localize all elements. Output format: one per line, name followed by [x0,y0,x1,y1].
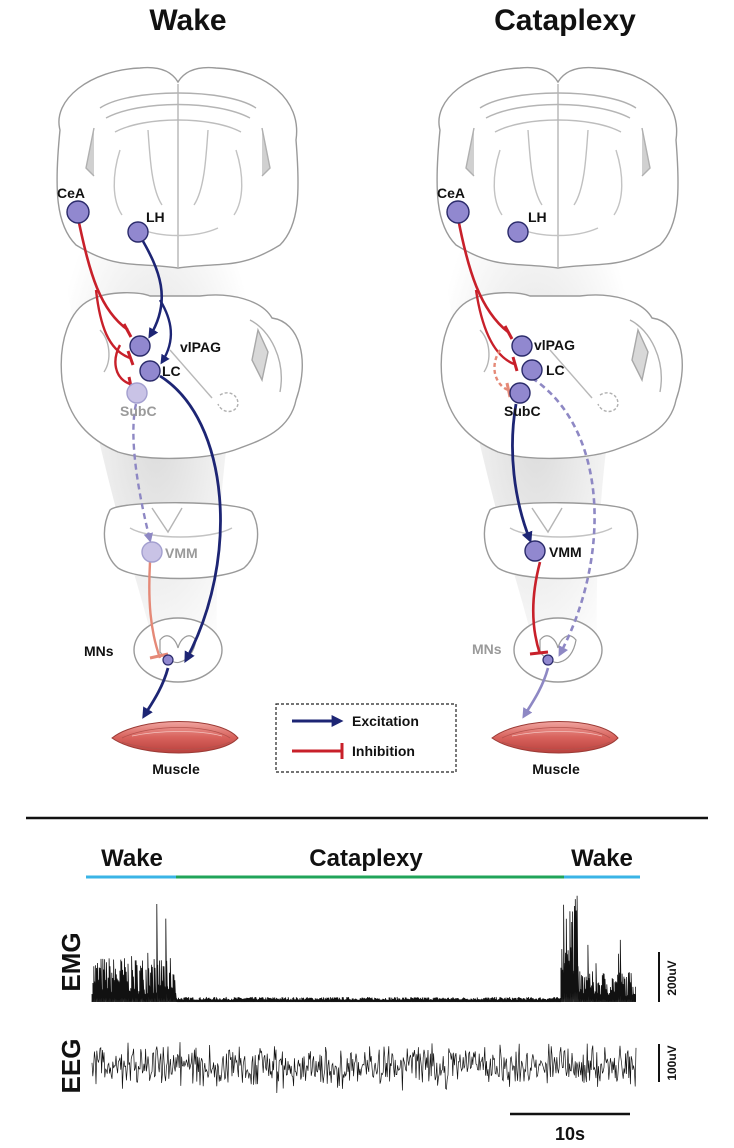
lc-neuron [139,360,161,382]
forebrain-section [436,66,679,269]
lh-neuron [127,221,149,243]
vlpag-neuron [129,335,151,357]
spinal-cord-section [133,617,223,683]
vlpag-neuron [511,335,533,357]
lh-neuron [507,221,529,243]
subc-label: SubC [120,403,157,419]
subc-neuron-faded [126,382,148,404]
mns-label: MNs [472,641,502,657]
mns-to-muscle-excitatory [142,667,170,719]
vmm-neuron-faded [141,541,163,563]
subc-to-vmm-excitatory [511,403,533,544]
recording-panel: Wake Cataplexy Wake EMG EEG 200uV 100uV … [56,845,679,1144]
state-label-wake-1: Wake [101,845,163,872]
vmm-to-mns-faded-inhibitory [148,561,162,659]
medulla-section [483,502,639,580]
lh-excitatory-projection [138,235,164,339]
inhibition-label: Inhibition [352,743,415,759]
eeg-scale-label: 100uV [665,1045,679,1080]
state-label-cataplexy: Cataplexy [309,845,423,872]
subc-label: SubC [504,403,541,419]
brainstem-section [440,292,683,460]
brainstem-section [60,292,303,460]
subc-neuron [509,382,531,404]
state-label-wake-2: Wake [571,845,633,872]
vmm-label: VMM [165,545,198,561]
forebrain-section [56,66,299,269]
cea-neuron [446,200,470,224]
wake-panel: CeA LH vlPAG LC SubC VMM MNs Muscle [56,66,303,777]
legend-box [275,703,457,773]
eeg-trace [91,1042,637,1094]
mns-neuron [542,654,554,666]
lh-label: LH [146,209,165,225]
lc-to-mns-excitatory [159,374,222,663]
eeg-label: EEG [56,1039,86,1094]
legend: Excitation Inhibition [275,703,457,773]
wake-panel-title: Wake [149,4,226,37]
muscle-label: Muscle [532,761,580,777]
mns-label: MNs [84,643,114,659]
emg-scale-label: 200uV [665,960,679,995]
lc-neuron [521,359,543,381]
vmm-to-mns-inhibitory [531,561,542,655]
lc-to-mns-faded [531,376,596,657]
muscle-icon [491,721,619,754]
lh-label: LH [528,209,547,225]
cataplexy-panel: CeA LH vlPAG LC SubC VMM MNs Muscle [436,66,683,777]
mns-to-muscle-faded [522,667,550,719]
cea-inhibitory-projection [456,217,509,334]
subc-to-vmm-faded [132,403,154,543]
cea-label: CeA [57,185,85,201]
cea-label: CeA [437,185,465,201]
lc-label: LC [546,362,565,378]
vmm-label: VMM [549,544,582,560]
cataplexy-panel-title: Cataplexy [494,4,636,37]
cea-neuron [66,200,90,224]
time-scale-label: 10s [555,1124,585,1144]
emg-trace [91,895,636,1003]
medulla-section [103,502,259,580]
vlpag-label: vlPAG [534,337,575,353]
cea-to-subc-faded-inhibitory [493,349,509,392]
mns-neuron [162,654,174,666]
vlpag-label: vlPAG [180,339,221,355]
emg-label: EMG [56,932,86,991]
cea-inhibitory-projection [76,217,129,332]
muscle-label: Muscle [152,761,200,777]
vmm-neuron [524,540,546,562]
excitation-label: Excitation [352,713,419,729]
muscle-icon [111,721,239,754]
lc-label: LC [162,363,181,379]
spinal-cord-section [513,617,603,683]
